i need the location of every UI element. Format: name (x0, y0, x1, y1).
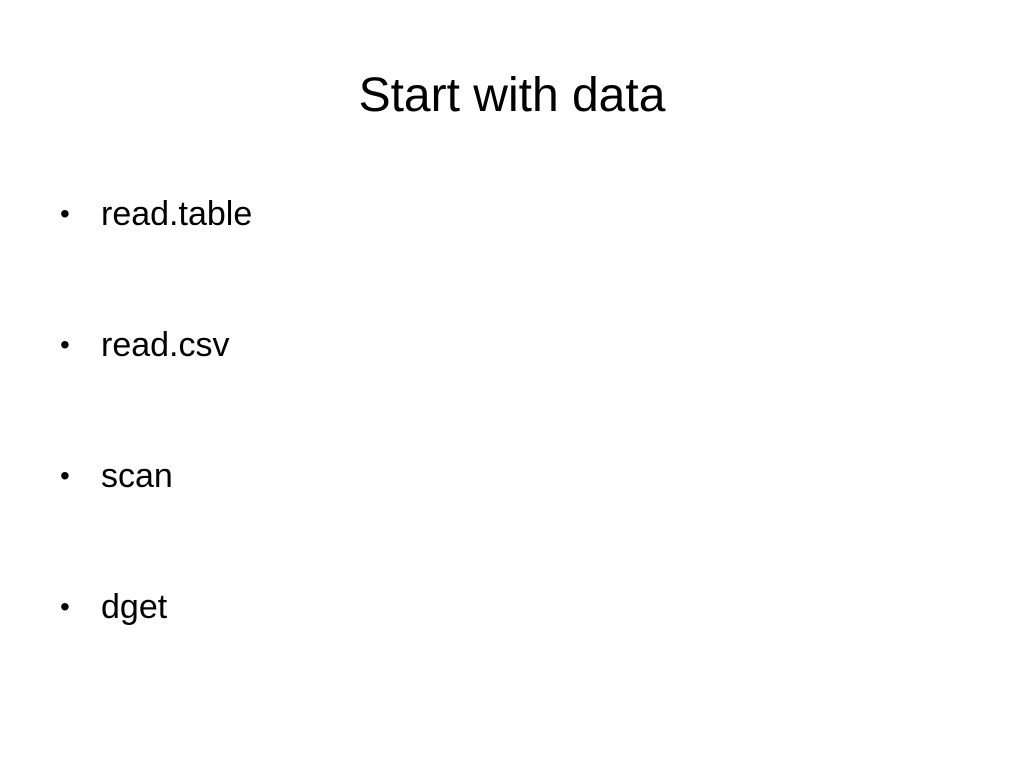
list-item: • read.csv (60, 319, 252, 371)
bullet-text: dget (101, 588, 168, 626)
list-item: • scan (60, 450, 252, 502)
bullet-icon: • (60, 329, 70, 360)
bullet-text: read.table (101, 195, 253, 233)
bullet-icon: • (60, 460, 70, 491)
bullet-text: read.csv (101, 326, 230, 364)
bullet-icon: • (60, 591, 70, 622)
bullet-text: scan (101, 457, 173, 495)
slide-title: Start with data (358, 69, 666, 122)
list-item: • read.table (60, 188, 252, 240)
list-item: • dget (60, 581, 252, 633)
bullet-list: • read.table • read.csv • scan • dget (60, 188, 252, 633)
bullet-icon: • (60, 198, 70, 229)
